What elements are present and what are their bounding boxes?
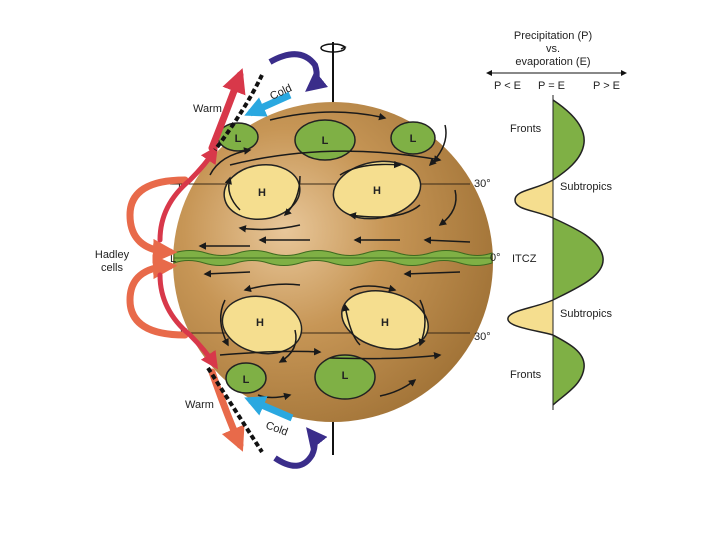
northern-front-line [213,74,264,152]
precip-evap-curve [507,99,604,406]
low-pressure-cell [294,119,356,161]
panel-title-line1: Precipitation (P) [514,30,592,42]
hadley-label-line1: Hadley [95,249,130,261]
rotation-axis [320,42,347,455]
high-label: H [258,187,266,199]
rotation-arrow-icon [320,43,347,53]
cold-label-south: Cold [264,420,289,439]
high-label: H [256,317,264,329]
zone-label-itcz: ITCZ [512,253,537,265]
low-label: L [243,374,250,386]
panel-title-line2: vs. [546,43,560,55]
zone-label-subtropics: Subtropics [560,181,612,193]
southern-cold-arrow [244,396,294,422]
northern-polar-arrow [268,51,329,92]
low-pressure-cell [314,354,376,400]
high-label: H [373,185,381,197]
northern-cold-arrow [244,91,292,117]
hadley-cells [126,145,218,370]
southern-front-line [206,366,264,454]
zone-label-fronts: Fronts [510,123,542,135]
low-label: L [342,370,349,382]
zone-label-subtropics: Subtropics [560,308,612,320]
hadley-label-line2: cells [101,262,124,274]
warm-label-south: Warm [185,399,214,411]
surplus-fill [553,218,604,300]
panel-label-p-equal-e: P = E [538,80,565,92]
low-label: L [235,133,242,145]
low-label: L [410,133,417,145]
southern-polar-arrow [273,427,328,469]
zone-label-fronts: Fronts [510,369,542,381]
wind-arrows [198,111,471,401]
latitude-label-30s: 30° [474,331,491,343]
high-label: H [381,317,389,329]
precip-evap-panel: Precipitation (P) vs. evaporation (E) P … [486,30,627,410]
latitude-label-30n: 30° [474,178,491,190]
low-pressure-cell [390,121,436,155]
surplus-fill [553,335,585,405]
low-pressure-cell [225,362,267,394]
panel-label-p-less-e: P < E [494,80,521,92]
panel-title-line3: evaporation (E) [515,56,590,68]
warm-label-north: Warm [193,103,222,115]
latitude-label-equator: 0° [490,252,501,264]
northern-warm-arrow [208,68,246,152]
low-label: L [322,135,329,147]
panel-label-p-greater-e: P > E [593,80,620,92]
